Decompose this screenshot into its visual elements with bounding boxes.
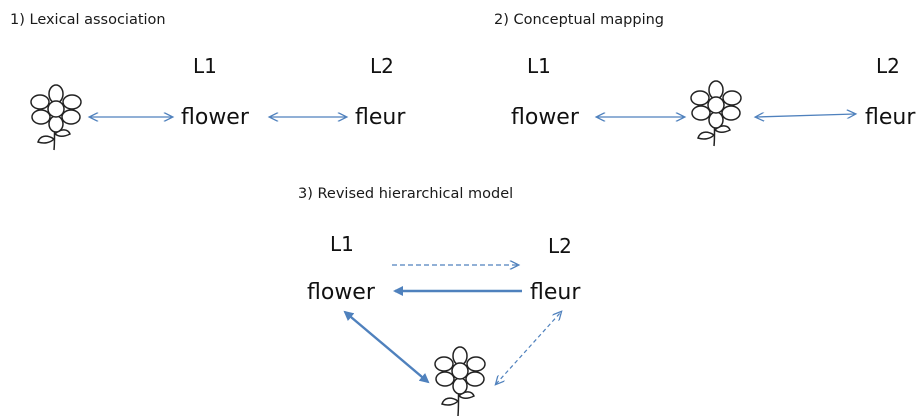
panel1-l2-word: fleur <box>355 105 406 130</box>
flower-icon <box>690 80 742 147</box>
panel3-title: 3) Revised hierarchical model <box>298 186 514 202</box>
panel2-title: 2) Conceptual mapping <box>494 12 665 28</box>
panel3-l2-label: L2 <box>548 234 572 258</box>
panel1-l2-label: L2 <box>370 54 394 78</box>
panel1-title: 1) Lexical association <box>10 12 166 28</box>
flower-icon <box>30 84 82 151</box>
panel3-l1-label: L1 <box>330 232 354 256</box>
panel2-l1-label: L1 <box>527 54 551 78</box>
panel2-l2-word: fleur <box>865 105 916 130</box>
panel2-l1-word: flower <box>511 105 579 130</box>
panel3-l2-word: fleur <box>530 280 581 305</box>
panel2-l2-label: L2 <box>876 54 900 78</box>
panel1-l1-label: L1 <box>193 54 217 78</box>
panel3-concept-fleur-dashed-arrow <box>496 312 561 384</box>
panel2-concept-fleur-arrow <box>756 114 855 117</box>
flower-icon <box>434 346 486 416</box>
panel1-l1-word: flower <box>181 105 249 130</box>
panel3-l1-word: flower <box>307 280 375 305</box>
panel3-flower-concept-bold-arrow <box>343 310 430 384</box>
